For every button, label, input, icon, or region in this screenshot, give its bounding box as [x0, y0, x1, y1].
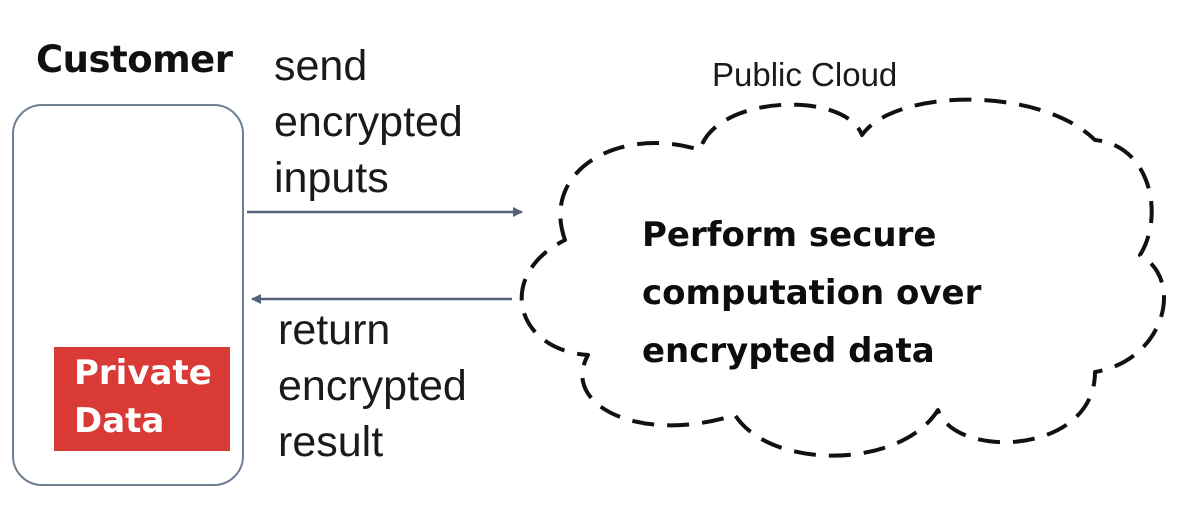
private-data-label: Private Data — [74, 349, 234, 445]
send-label-line-2: encrypted — [274, 98, 463, 146]
return-label-line-1: return — [278, 306, 391, 354]
private-data-line-1: Private — [74, 353, 212, 393]
send-label-line-1: send — [274, 42, 368, 90]
cloud-text-line-1: Perform secure — [642, 215, 937, 255]
return-label-line-2: encrypted — [278, 362, 467, 410]
public-cloud-outline — [519, 97, 1166, 458]
public-cloud-title: Public Cloud — [712, 56, 898, 93]
cloud-text-line-3: encrypted data — [642, 331, 935, 371]
return-label-line-3: result — [278, 418, 384, 466]
cloud-computation-text: Perform secure computation over encrypte… — [642, 206, 981, 380]
send-label-line-3: inputs — [274, 154, 389, 202]
return-encrypted-result-label: return encrypted result — [278, 302, 467, 470]
customer-title: Customer — [36, 38, 233, 81]
cloud-text-line-2: computation over — [642, 273, 982, 313]
private-data-line-2: Data — [74, 401, 165, 441]
private-data-badge — [54, 347, 230, 451]
send-encrypted-inputs-label: send encrypted inputs — [274, 38, 463, 206]
